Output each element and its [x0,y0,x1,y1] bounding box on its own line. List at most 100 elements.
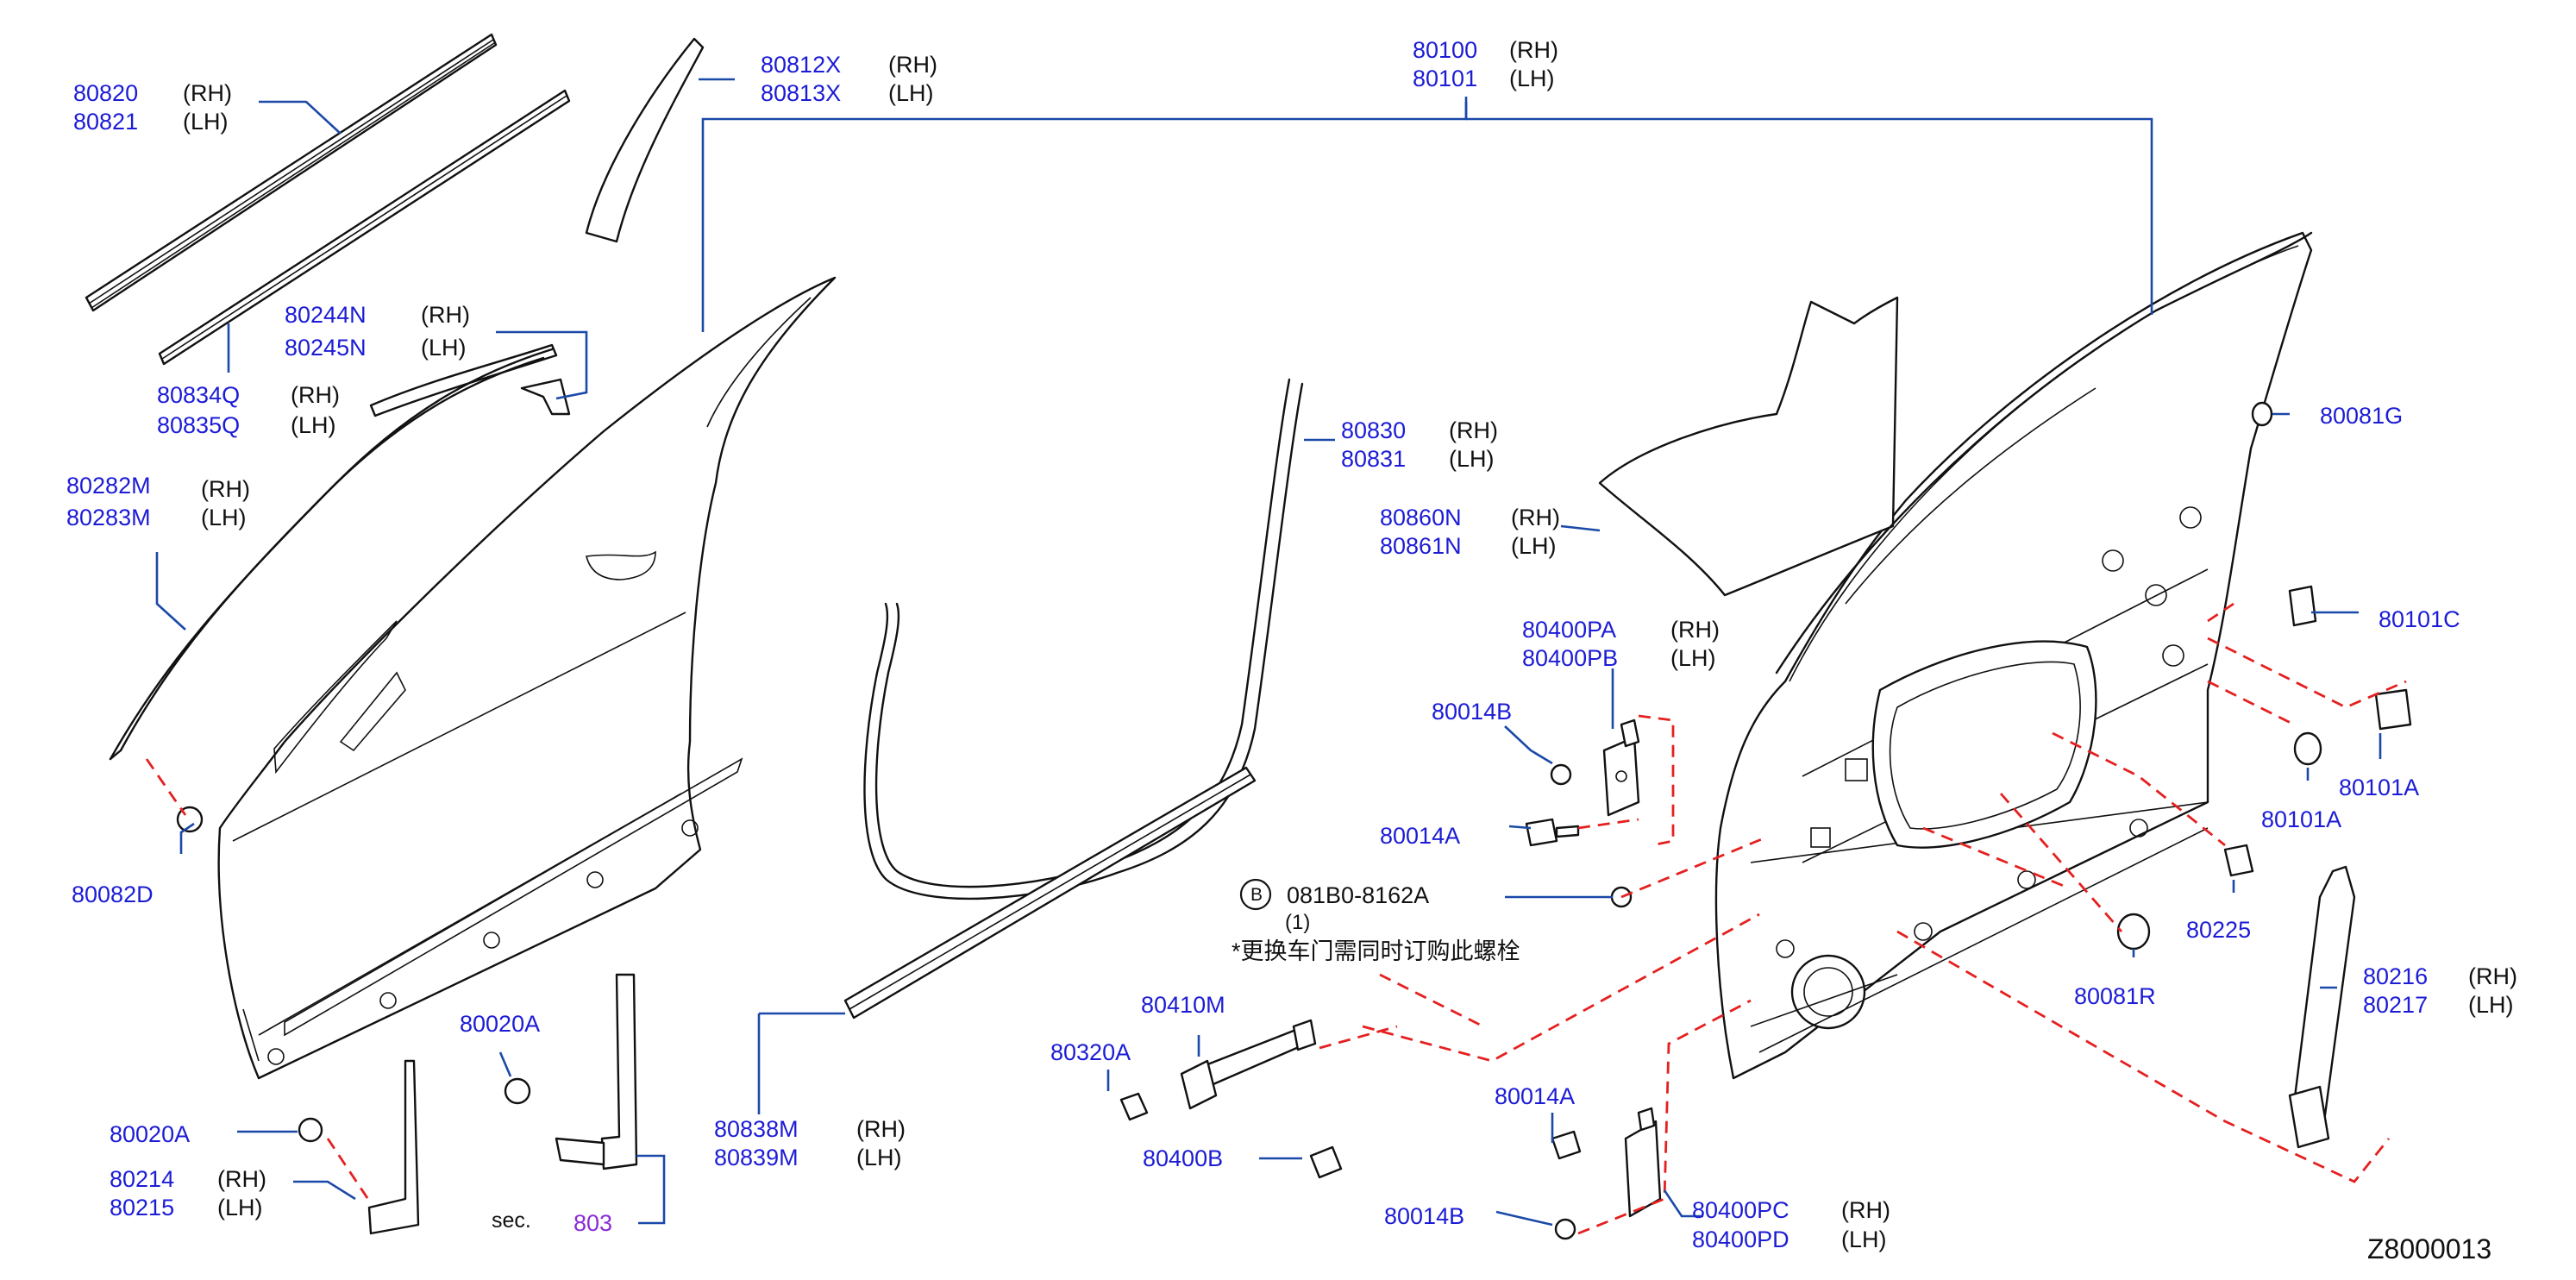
side-lh: (LH) [201,505,247,530]
lower-hinge [1624,1107,1662,1218]
part-number-80225: 80225 [2186,917,2252,943]
right-door-window-frame [1775,231,2313,675]
left-door-outer-panel [217,276,837,1080]
side-lh: (LH) [856,1145,902,1170]
part-number-80812x: 80812X [761,52,842,78]
side-rh: (RH) [1449,417,1498,443]
part-number-80400pd: 80400PD [1692,1227,1789,1252]
upper-hinge [1602,718,1640,817]
rear-glass-run-channel [2288,865,2356,1149]
part-number-80400b: 80400B [1143,1145,1224,1171]
side-rh: (RH) [856,1116,906,1142]
bolt-order-note: *更换车门需同时订购此螺栓 [1232,938,1520,964]
part-number-80014a: 80014A [1380,823,1461,849]
part-number-80101a: 80101A [2339,775,2420,800]
part-number-80014a-low: 80014A [1495,1083,1576,1109]
side-lh: (LH) [217,1195,263,1220]
part-number-80820: 80820 [73,80,139,106]
door-weatherstrip [863,378,1304,900]
side-rh: (RH) [183,80,232,106]
part-number-80400pb: 80400PB [1522,645,1619,671]
part-number-80834q: 80834Q [157,382,241,408]
part-number-80081r: 80081R [2074,983,2156,1009]
diagram-id: Z8000013 [2367,1233,2492,1264]
part-number-80813x: 80813X [761,80,842,106]
side-lh: (LH) [183,109,229,135]
part-number-80831: 80831 [1341,446,1407,472]
part-number-80014b-low: 80014B [1384,1203,1465,1229]
bolt-part-code: 081B0-8162A [1287,882,1430,908]
part-number-80839m: 80839M [714,1145,799,1170]
part-number-80215: 80215 [110,1195,175,1220]
part-number-80244n: 80244N [285,302,367,328]
door-check-link [1180,1019,1317,1110]
dashed-assembly-links [145,602,2407,1235]
side-rh: (RH) [291,382,340,408]
side-rh: (RH) [2468,963,2517,989]
inner-belt-molding [158,89,571,366]
lower-sill-seal [843,766,1257,1020]
part-number-80082d: 80082D [72,882,154,907]
part-number-80860n: 80860N [1380,505,1462,530]
sash-finisher [585,37,705,243]
side-lh: (LH) [2468,992,2514,1018]
sash-section-803 [555,973,638,1170]
part-number-80101a-ring: 80101A [2261,806,2342,832]
side-lh: (LH) [421,335,467,361]
side-lh: (LH) [1509,66,1555,91]
part-number-80245n: 80245N [285,335,367,361]
side-lh: (LH) [1449,446,1495,472]
side-lh: (LH) [1841,1227,1887,1252]
bolts-and-nuts [176,763,1633,1240]
bolt-quantity: (1) [1285,911,1311,934]
left-door-upper-frame-molding [109,348,554,761]
bolt-callout-badge [1239,878,1272,911]
part-number-80081g: 80081G [2320,403,2404,429]
part-number-80216: 80216 [2363,963,2429,989]
side-rh: (RH) [217,1166,266,1192]
part-number-80861n: 80861N [1380,533,1462,559]
side-rh: (RH) [1509,37,1558,63]
side-rh: (RH) [421,302,470,328]
part-number-80400pa: 80400PA [1522,617,1617,643]
section-reference-803[interactable]: 803 [573,1210,613,1236]
side-lh: (LH) [888,80,934,106]
part-number-80282m: 80282M [66,473,151,499]
part-number-80214: 80214 [110,1166,175,1192]
rear-sash-lower [367,1059,420,1235]
part-number-80835q: 80835Q [157,412,241,438]
outer-belt-molding [85,33,498,312]
bolt-callout-letter: B [1250,885,1263,905]
part-number-80320a: 80320A [1050,1039,1131,1065]
right-door-inner-panel [1714,231,2313,1080]
part-number-80410m: 80410M [1141,992,1225,1018]
part-number-80400pc: 80400PC [1692,1197,1789,1223]
part-number-80283m: 80283M [66,505,151,530]
side-rh: (RH) [1511,505,1560,530]
side-rh: (RH) [201,476,250,502]
part-number-80014b: 80014B [1432,699,1513,725]
clip-80101c [2288,585,2317,627]
part-number-80217: 80217 [2363,992,2429,1018]
part-number-80020a-left: 80020A [110,1121,191,1147]
part-number-80101: 80101 [1413,66,1478,91]
part-number-80101c: 80101C [2379,606,2460,632]
side-rh: (RH) [888,52,937,78]
rubber-bumper-80225 [2223,844,2254,877]
plug-80101a [2374,688,2412,731]
front-corner-molding [369,343,571,417]
side-rh: (RH) [1841,1197,1890,1223]
part-number-80020a: 80020A [460,1011,541,1037]
part-number-80100: 80100 [1413,37,1478,63]
part-number-80838m: 80838M [714,1116,799,1142]
section-prefix: sec. [492,1208,531,1233]
part-number-80830: 80830 [1341,417,1407,443]
leader-lines [155,78,2382,1227]
side-lh: (LH) [291,412,336,438]
side-rh: (RH) [1670,617,1720,643]
door-sealing-screen [1598,296,1899,597]
part-number-80821: 80821 [73,109,139,135]
side-lh: (LH) [1670,645,1716,671]
side-lh: (LH) [1511,533,1557,559]
